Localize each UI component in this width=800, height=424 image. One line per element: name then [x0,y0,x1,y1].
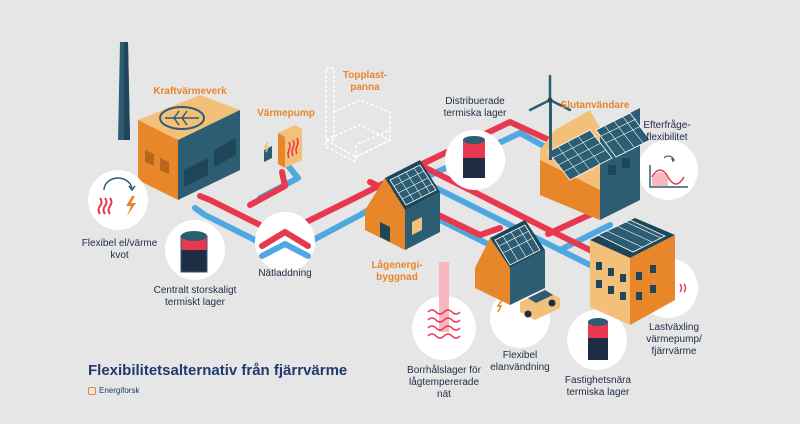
thermal-storage-icon [588,318,608,360]
label-borrhalslager: Borrhålslager för lågtempererade nät [407,365,481,400]
building-thermal-storage-circle [567,310,627,370]
diagram-title: Flexibilitetsalternativ från fjärrvärme [88,362,348,379]
end-user-buildings [528,74,651,220]
network-charging-circle [255,212,315,272]
label-natladdning: Nätladdning [258,268,312,279]
brand: Energiforsk [88,386,139,395]
thermal-storage-icon [463,136,485,178]
combined-heat-power-plant [118,42,240,200]
leaf-icon [159,106,205,130]
peak-load-boiler [324,67,392,164]
house-with-electric-car [475,220,560,320]
label-fastighetsnara-lager: Fastighetsnära termiska lager [564,375,632,398]
low-energy-building [365,160,440,250]
label-topplastpanna: Topplast- panna [342,70,388,93]
central-thermal-storage-circle [165,220,225,280]
label-lagenergibyggnad: Lågenergi- byggnad [371,260,423,283]
heat-waves-icon [97,197,113,215]
flexible-power-heat-ratio-circle [88,170,148,230]
label-slutanvandare: Slutanvändare [560,100,630,111]
label-centralt-lager: Centralt storskaligt termiskt lager [153,285,237,308]
distributed-thermal-storage [445,130,505,190]
label-efterfrageflexibilitet: Efterfråge- flexibilitet [643,120,691,143]
electric-car-icon [520,290,560,320]
solar-panel-icon [494,224,541,266]
label-lastvaxling: Lastväxling värmepump/ fjärrvärme [646,322,702,357]
lightning-icon [126,196,136,216]
label-flexibel-kvot: Flexibel el/värme kvot [81,238,158,261]
thermal-storage-icon [180,231,208,273]
label-varmepump: Värmepump [257,108,315,119]
apartment-building [590,218,675,325]
heat-waves-icon [287,137,299,159]
demand-flexibility-circle [638,140,698,200]
solar-panel-icon [389,164,437,206]
label-kraftvarmeverk: Kraftvärmeverk [153,86,227,97]
wind-turbine-icon [528,74,572,160]
wave-graph-icon [649,155,688,188]
solar-panel-icon [597,219,666,253]
label-flexibel-elanvandning: Flexibel elanvändning [490,350,550,373]
brand-name: Energiforsk [99,386,140,395]
borehole-storage-circle [412,262,476,360]
solar-panel-icon [547,112,651,181]
heat-pump [263,125,302,168]
energiforsk-logo-icon [88,386,96,395]
label-distribuerade-lager: Distribuerade termiska lager [443,96,507,119]
